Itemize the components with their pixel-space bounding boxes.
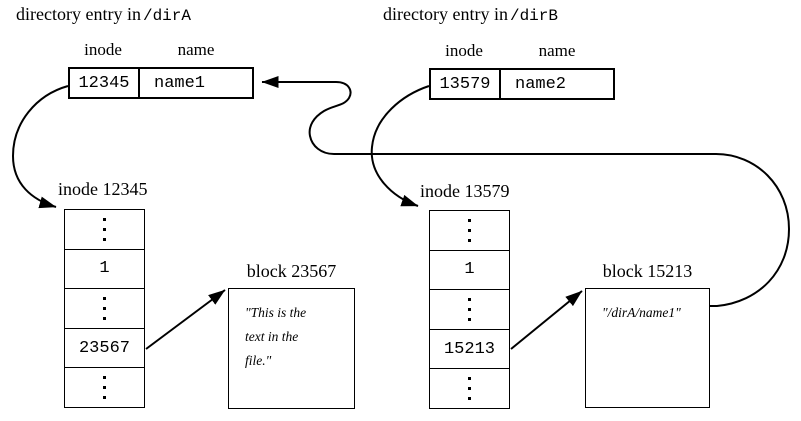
dirA-inode-header: inode bbox=[84, 40, 122, 59]
block-15213-label: block 15213 bbox=[602, 261, 693, 281]
inode-12345-row-blockptr: 23567 bbox=[65, 329, 144, 369]
dirB-entry-headers: inode name bbox=[429, 41, 615, 60]
inode-12345-row-dots bbox=[65, 289, 144, 329]
dirB-path: /dirB bbox=[509, 7, 558, 25]
inode-12345-table: 1 23567 bbox=[64, 209, 145, 408]
vertical-ellipsis-icon bbox=[103, 217, 106, 241]
inode-12345-row-dots bbox=[65, 368, 144, 407]
block-23567-label: block 23567 bbox=[246, 261, 337, 281]
vertical-ellipsis-icon bbox=[103, 376, 106, 400]
inode-12345-row-refcount: 1 bbox=[65, 250, 144, 290]
inode-13579-row-blockptr: 15213 bbox=[430, 330, 509, 370]
dirA-title-text: directory entry in bbox=[16, 4, 141, 24]
vertical-ellipsis-icon bbox=[103, 296, 106, 320]
inode-13579-table: 1 15213 bbox=[429, 210, 510, 409]
dirA-name-cell: name1 bbox=[154, 73, 206, 93]
inode-12345-label: inode 12345 bbox=[58, 179, 148, 199]
inode-13579-row-dots bbox=[430, 290, 509, 330]
block-15213-symlink-path: "/dirA/name1" bbox=[602, 305, 681, 320]
dirB-inode-cell: 13579 bbox=[431, 70, 501, 98]
arrow-inode-12345-to-block-23567 bbox=[145, 289, 226, 350]
vertical-ellipsis-icon bbox=[468, 218, 471, 242]
dirA-title: directory entry in /dirA bbox=[16, 4, 191, 25]
inode-12345-row-dots bbox=[65, 210, 144, 250]
dirB-title-text: directory entry in bbox=[383, 4, 508, 24]
dirB-title: directory entry in /dirB bbox=[383, 4, 558, 25]
block-23567-box: "This is the text in the file." bbox=[228, 288, 355, 409]
inode-13579-row-dots bbox=[430, 211, 509, 251]
dirA-inode-cell: 12345 bbox=[70, 69, 140, 97]
inode-13579-label: inode 13579 bbox=[420, 181, 510, 201]
block-23567-text-line: file." bbox=[245, 353, 272, 368]
dirA-entry-table: 12345 name1 bbox=[68, 67, 254, 99]
arrow-inode-13579-to-block-15213 bbox=[510, 290, 583, 350]
dirA-name-header: name bbox=[177, 40, 215, 59]
dirB-name-cell: name2 bbox=[515, 74, 567, 94]
inode-13579-row-dots bbox=[430, 369, 509, 408]
block-15213-box: "/dirA/name1" bbox=[585, 288, 710, 408]
block-23567-text-line: text in the bbox=[245, 329, 299, 344]
dirA-entry-headers: inode name bbox=[68, 40, 254, 59]
dirB-name-header: name bbox=[538, 41, 576, 60]
block-23567-text-line: "This is the bbox=[245, 305, 307, 320]
vertical-ellipsis-icon bbox=[468, 297, 471, 321]
dirB-inode-header: inode bbox=[445, 41, 483, 60]
inode-13579-row-refcount: 1 bbox=[430, 251, 509, 291]
vertical-ellipsis-icon bbox=[468, 377, 471, 401]
dirA-path: /dirA bbox=[142, 7, 191, 25]
dirB-entry-table: 13579 name2 bbox=[429, 68, 615, 100]
